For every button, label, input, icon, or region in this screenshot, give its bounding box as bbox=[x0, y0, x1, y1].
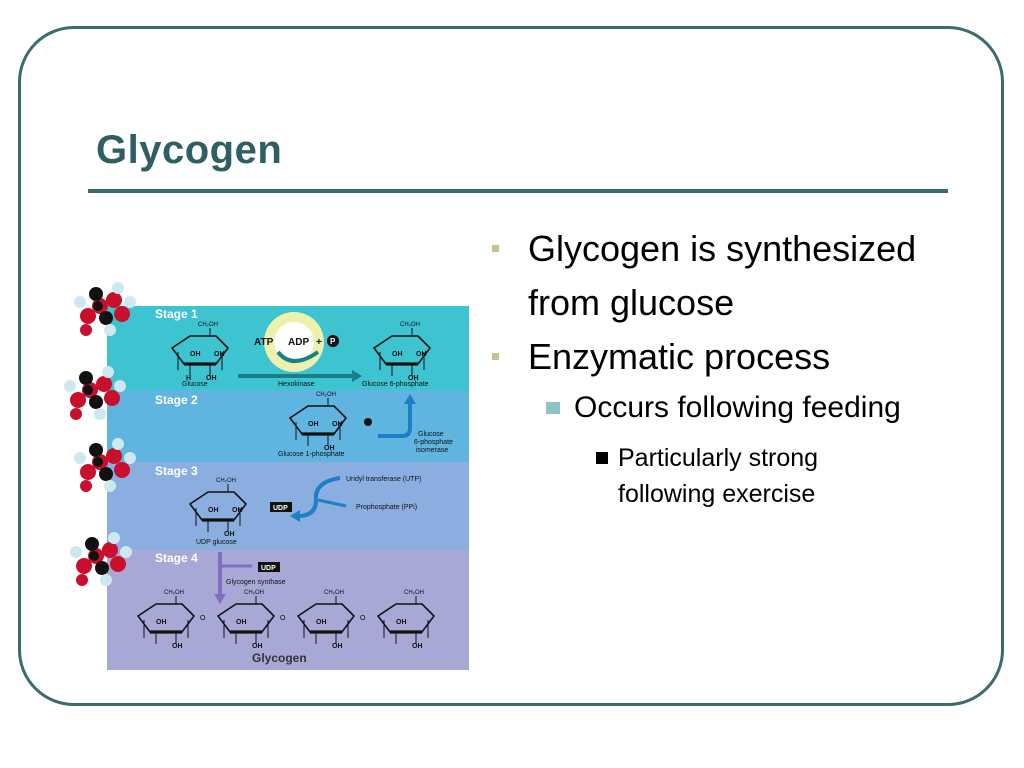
svg-text:CH₂OH: CH₂OH bbox=[164, 590, 184, 596]
glycogen-chain: CH₂OH OH OH CH₂OH OH OH CH₂OH OH OH CH₂O… bbox=[136, 590, 436, 650]
svg-text:CH₂OH: CH₂OH bbox=[404, 590, 424, 596]
stage4-label: Stage 4 bbox=[155, 551, 198, 565]
isomerase-label-3: isomerase bbox=[416, 447, 448, 454]
udp-tag-label: UDP bbox=[273, 505, 288, 512]
svg-text:OH: OH bbox=[396, 619, 407, 626]
isomerase-label-1: Glucose bbox=[418, 431, 444, 438]
svg-text:OH: OH bbox=[332, 421, 343, 428]
sub-bullet-marker-icon bbox=[546, 402, 560, 414]
bullet-marker-icon bbox=[492, 245, 499, 252]
svg-text:CH₂OH: CH₂OH bbox=[198, 322, 218, 328]
svg-text:OH: OH bbox=[316, 619, 327, 626]
svg-text:OH: OH bbox=[190, 351, 201, 358]
udp-glucose-label: UDP glucose bbox=[196, 539, 237, 546]
sub-sub-bullet-marker-icon bbox=[596, 452, 608, 464]
glucose-1-phosphate-label: Glucose 1-phosphate bbox=[278, 451, 345, 458]
svg-text:OH: OH bbox=[324, 445, 335, 452]
ppi-label: Prophosphate (PPi) bbox=[356, 504, 417, 511]
sub-bullet-item: Occurs following feeding bbox=[490, 386, 920, 430]
glycosidic-o-label: O bbox=[200, 615, 206, 622]
svg-text:CH₂OH: CH₂OH bbox=[400, 322, 420, 328]
svg-text:CH₂OH: CH₂OH bbox=[316, 392, 336, 398]
svg-text:OH: OH bbox=[412, 643, 423, 650]
svg-text:CH₂OH: CH₂OH bbox=[216, 478, 236, 484]
glycogen-ring-icon: CH₂OH OH OH bbox=[376, 590, 436, 650]
phosphate-icon bbox=[364, 418, 372, 426]
glucose-6-phosphate-label: Glucose 6-phosphate bbox=[362, 381, 429, 388]
arrow-blue-icon bbox=[378, 402, 412, 438]
sub-sub-bullet-item: Particularly strong following exercise bbox=[490, 440, 920, 512]
glycogen-ring-icon: CH₂OH OH OH bbox=[136, 590, 196, 650]
glucose-label: Glucose bbox=[182, 381, 208, 388]
stage1-label: Stage 1 bbox=[155, 307, 198, 321]
phosphate-label: P bbox=[330, 337, 336, 346]
glycosidic-o-label: O bbox=[360, 615, 366, 622]
udp-tag-icon bbox=[258, 562, 280, 572]
stage3-label: Stage 3 bbox=[155, 464, 198, 478]
svg-text:OH: OH bbox=[156, 619, 167, 626]
svg-text:OH: OH bbox=[236, 619, 247, 626]
glucose-1-phosphate-ring-icon: CH₂OH OH OH OH bbox=[288, 392, 348, 452]
glucose-ring-icon: CH₂OH OH OH H OH bbox=[170, 322, 230, 382]
stage2-label: Stage 2 bbox=[155, 393, 198, 407]
slide-title: Glycogen bbox=[96, 128, 283, 172]
plus-label: + bbox=[316, 337, 322, 348]
glycogen-ring-icon: CH₂OH OH OH bbox=[296, 590, 356, 650]
glucose-6-phosphate-ring-icon: CH₂OH OH OH OH bbox=[372, 322, 432, 382]
bullet-text: Glycogen is synthesized from glucose bbox=[528, 228, 917, 323]
udp-tag-icon bbox=[270, 502, 292, 512]
utp-label: Uridyl transferase (UTP) bbox=[346, 476, 421, 483]
svg-text:OH: OH bbox=[308, 421, 319, 428]
svg-text:OH: OH bbox=[408, 375, 419, 382]
arrow-head-icon bbox=[404, 394, 416, 404]
svg-text:OH: OH bbox=[214, 351, 225, 358]
glycosidic-o-label: O bbox=[280, 615, 286, 622]
hexokinase-label: Hexokinase bbox=[278, 381, 315, 388]
glycogen-synthase-label: Glycogen synthase bbox=[226, 579, 286, 586]
bullet-text: Enzymatic process bbox=[528, 336, 831, 377]
svg-text:OH: OH bbox=[232, 507, 243, 514]
atp-label: ATP bbox=[254, 337, 274, 348]
svg-text:OH: OH bbox=[252, 643, 263, 650]
svg-text:OH: OH bbox=[332, 643, 343, 650]
svg-text:CH₂OH: CH₂OH bbox=[324, 590, 344, 596]
svg-text:OH: OH bbox=[392, 351, 403, 358]
udp-glucose-ring-icon: CH₂OH OH OH OH bbox=[188, 478, 248, 538]
udp-tag-label: UDP bbox=[261, 565, 276, 572]
glycogen-synthesis-figure: Stage 1 Stage 2 Stage 3 Stage 4 CH₂OH OH… bbox=[64, 282, 469, 670]
arrow-blue-icon bbox=[297, 476, 341, 518]
arrow-curve-icon bbox=[276, 350, 320, 363]
svg-text:OH: OH bbox=[416, 351, 427, 358]
title-underline bbox=[88, 189, 948, 193]
sub-bullet-text: Occurs following feeding bbox=[574, 391, 901, 424]
arrow-head-icon bbox=[352, 370, 362, 382]
svg-text:OH: OH bbox=[206, 375, 217, 382]
svg-text:OH: OH bbox=[224, 531, 235, 538]
glycogen-ring-icon: CH₂OH OH OH bbox=[216, 590, 276, 650]
bullet-list: Glycogen is synthesized from glucose Enz… bbox=[490, 222, 920, 512]
isomerase-label-2: 6-phosphate bbox=[414, 439, 453, 446]
arrow-blue-icon bbox=[317, 498, 347, 508]
bullet-item: Enzymatic process bbox=[490, 330, 920, 384]
bullet-marker-icon bbox=[492, 353, 499, 360]
phosphate-icon bbox=[327, 335, 339, 347]
svg-text:H: H bbox=[186, 375, 191, 382]
sub-sub-bullet-text: Particularly strong following exercise bbox=[618, 444, 819, 508]
arrow-head-icon bbox=[290, 510, 300, 522]
bullet-item: Glycogen is synthesized from glucose bbox=[490, 222, 920, 330]
svg-text:CH₂OH: CH₂OH bbox=[244, 590, 264, 596]
adp-label: ADP bbox=[288, 337, 309, 348]
glycogen-label: Glycogen bbox=[252, 651, 307, 665]
svg-text:OH: OH bbox=[172, 643, 183, 650]
stage4-band bbox=[107, 550, 469, 670]
arrow-head-icon bbox=[214, 594, 226, 604]
svg-text:OH: OH bbox=[208, 507, 219, 514]
